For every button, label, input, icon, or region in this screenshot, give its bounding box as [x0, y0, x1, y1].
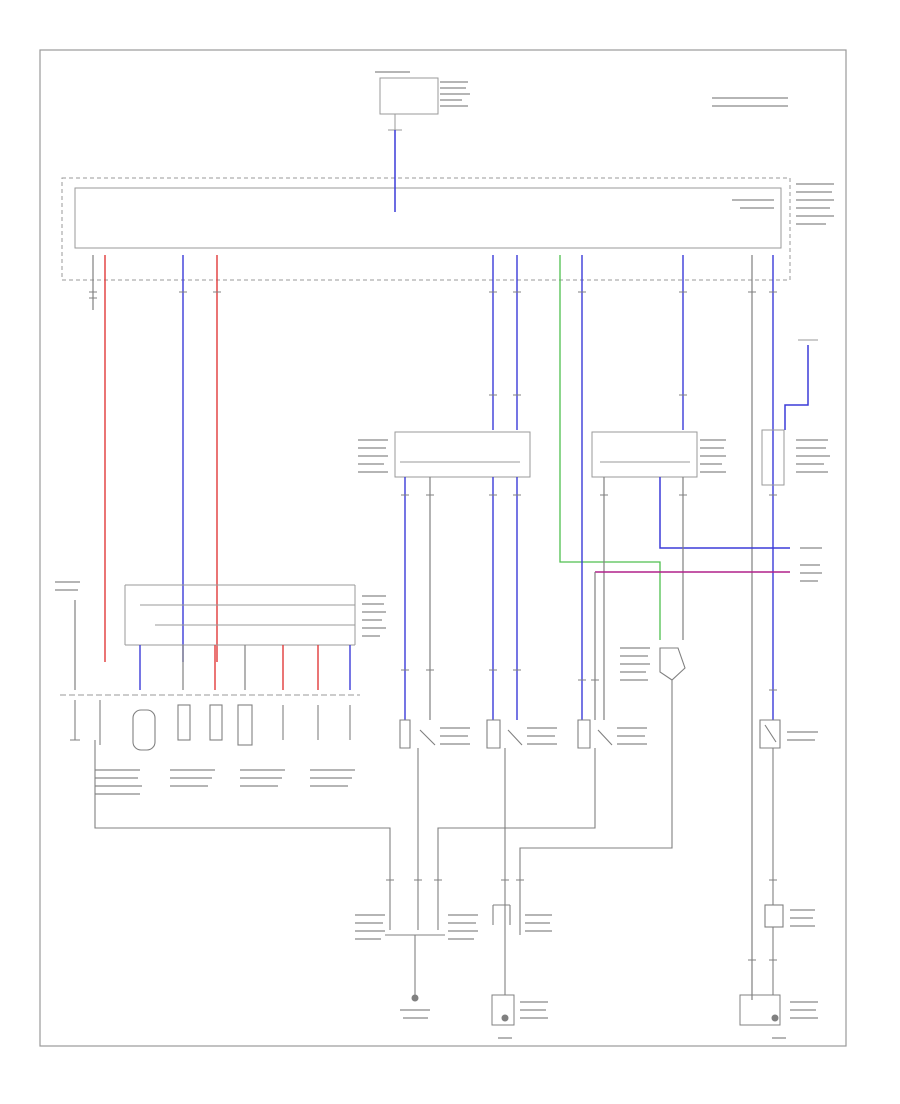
main-connector-label-marks — [732, 183, 834, 225]
module-left-box — [394, 431, 531, 478]
module-mid-label-marks — [358, 439, 726, 473]
connector-pin-ticks — [89, 291, 777, 961]
junction-block-top — [379, 77, 439, 131]
module-right-box — [591, 431, 698, 478]
wires-below-right-module — [603, 477, 790, 720]
switch-cluster-left — [124, 584, 356, 646]
ground-return-lines — [94, 680, 774, 935]
ground-top-right — [784, 339, 818, 430]
door-actuators — [399, 647, 781, 749]
splice-label-marks — [355, 909, 815, 940]
wire-green-1 — [559, 255, 661, 640]
window-switch-label-marks — [95, 769, 355, 795]
switch-wires — [74, 600, 351, 690]
ground-label-marks — [400, 1001, 818, 1039]
right-edge-label-marks — [800, 547, 822, 582]
junction-block-top-text-marks — [375, 71, 470, 107]
ground-symbols-bottom — [411, 994, 781, 1026]
splice-junctions-bottom — [385, 904, 784, 995]
main-connector-block — [61, 177, 791, 281]
switch-cluster-label-marks — [55, 581, 386, 637]
relay-right-label-marks — [796, 439, 830, 473]
actuator-label-marks — [440, 647, 818, 745]
wires-below-left-module — [404, 477, 518, 720]
diagram-frame — [39, 49, 847, 1047]
legend-marks — [712, 97, 788, 107]
relay-right — [761, 429, 785, 486]
window-switches — [70, 700, 351, 751]
